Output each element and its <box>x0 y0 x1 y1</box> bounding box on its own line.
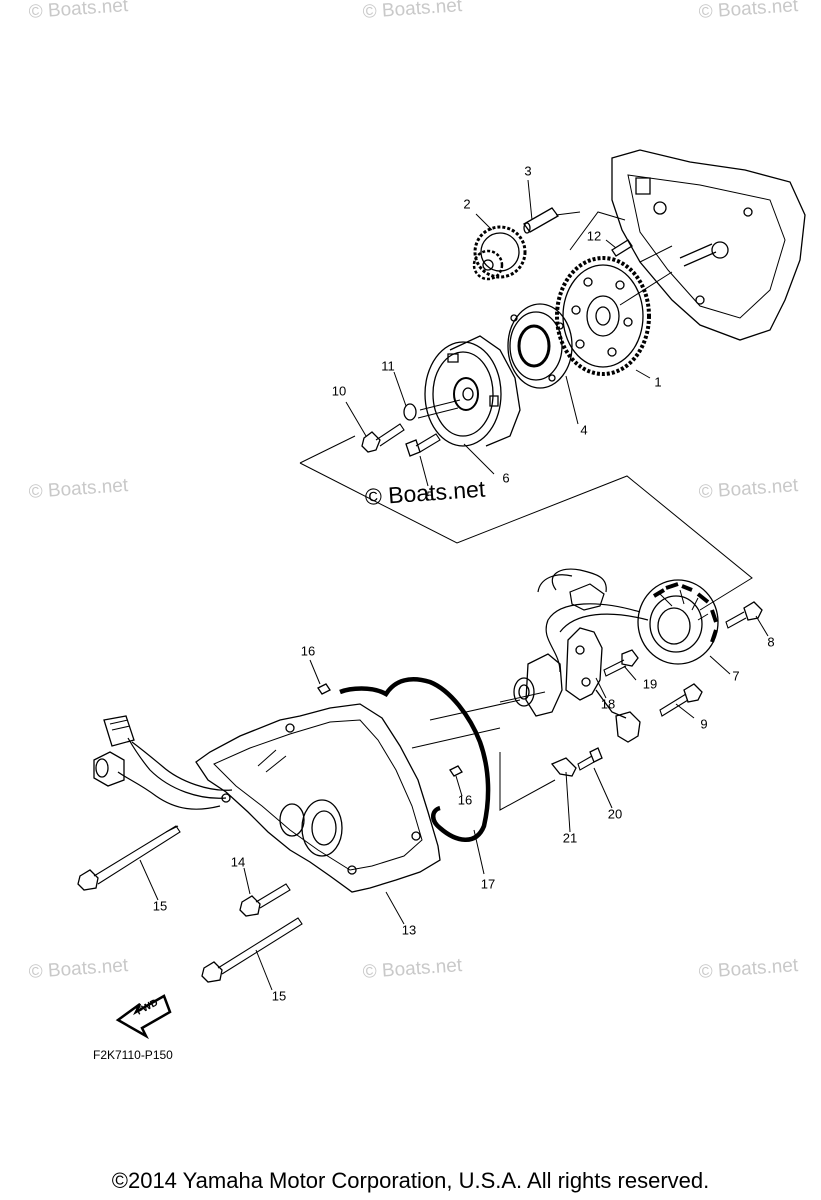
woodruff-key-part <box>612 240 632 256</box>
assembly-bracket <box>300 436 752 610</box>
callout-2: 2 <box>463 196 471 212</box>
callout-16: 16 <box>300 643 316 659</box>
wire-connector-part <box>94 716 134 786</box>
flywheel-rotor-part <box>418 336 520 446</box>
callout-17: 17 <box>480 876 496 892</box>
callout-5: 5 <box>426 488 434 504</box>
callout-8: 8 <box>767 634 775 650</box>
stator-bolt-part <box>726 602 762 628</box>
clamp-screw-part <box>552 748 602 776</box>
copyright-notice: ©2014 Yamaha Motor Corporation, U.S.A. A… <box>111 1168 710 1193</box>
dowel-part-upper <box>318 684 330 694</box>
crankcase-drawing <box>612 150 805 340</box>
callout-9: 9 <box>700 716 708 732</box>
callout-12: 12 <box>586 228 602 244</box>
callout-11: 11 <box>381 358 395 374</box>
callout-7: 7 <box>732 668 740 684</box>
stator-wire-harness <box>538 569 648 672</box>
screw-part <box>406 434 440 456</box>
small-gear-part <box>474 227 525 279</box>
callout-10: 10 <box>331 383 347 399</box>
callout-15-lower: 15 <box>271 988 287 1004</box>
short-bolt-part <box>240 884 290 916</box>
pickup-bolt-part <box>604 650 638 676</box>
callout-18: 18 <box>600 696 616 712</box>
forward-arrow-icon <box>118 996 170 1036</box>
gasket-part <box>340 679 488 839</box>
generator-cover-part <box>196 704 440 892</box>
callout-leader-lines <box>140 180 768 990</box>
rotor-bolt-part <box>362 424 404 452</box>
one-way-clutch-part <box>508 304 572 388</box>
callout-19: 19 <box>642 676 658 692</box>
shaft-guide-lines <box>556 212 672 305</box>
flange-bolt-part <box>660 684 702 716</box>
callout-3: 3 <box>524 163 532 179</box>
callout-15: 15 <box>152 898 168 914</box>
pickup-coil-part <box>566 628 640 742</box>
pin-part <box>524 208 558 233</box>
cover-guide-lines <box>412 692 555 810</box>
callout-16-lower: 16 <box>457 792 473 808</box>
cover-wire-harness <box>118 738 232 809</box>
long-bolt-part-upper <box>78 826 180 890</box>
callout-6: 6 <box>502 470 510 486</box>
callout-21: 21 <box>562 830 578 846</box>
diagram-code: F2K7110-P150 <box>93 1048 173 1062</box>
callout-20: 20 <box>607 806 623 822</box>
dowel-part-lower <box>450 766 462 776</box>
callout-14: 14 <box>230 854 246 870</box>
grommet-part <box>514 654 562 716</box>
stator-part <box>638 580 718 664</box>
callout-13: 13 <box>401 922 417 938</box>
callout-4: 4 <box>580 422 588 438</box>
callout-1: 1 <box>654 374 662 390</box>
washer-part <box>404 404 416 420</box>
long-bolt-part-lower <box>202 918 302 982</box>
